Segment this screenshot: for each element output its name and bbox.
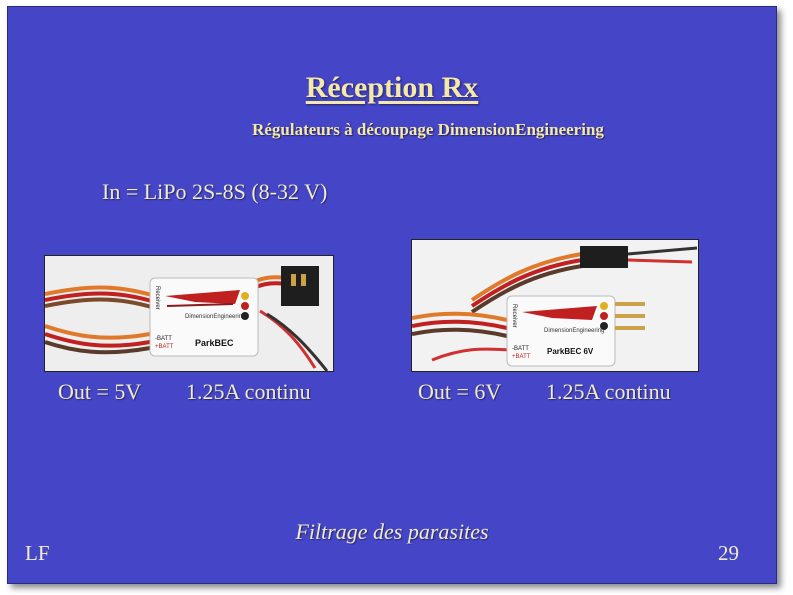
batt-plus-label: +BATT [512, 354, 531, 360]
module-1-output: Out = 5V [58, 379, 142, 404]
brand-text: DimensionEngineering [544, 328, 604, 334]
slide-title: Réception Rx [305, 71, 479, 104]
brand-text: DimensionEngineering [185, 314, 245, 320]
receiver-label: Receiver [511, 304, 517, 328]
input-spec: In = LiPo 2S-8S (8-32 V) [102, 179, 328, 204]
module-1-current: 1.25A continu [186, 379, 311, 404]
module-label: ParkBEC 6V [547, 347, 594, 356]
batt-minus-label: -BATT [512, 346, 529, 352]
page-number: 29 [718, 541, 739, 565]
parkbec-5v-photo: DimensionEngineering -BATT +BATT ParkBEC… [44, 255, 334, 372]
author-initials: LF [25, 541, 50, 565]
module-2-output: Out = 6V [418, 379, 502, 404]
receiver-label: Receiver [154, 286, 160, 310]
module-2-current: 1.25A continu [546, 379, 671, 404]
footer-note: Filtrage des parasites [295, 519, 489, 544]
batt-minus-label: -BATT [155, 336, 172, 342]
parkbec-6v-photo: DimensionEngineering -BATT +BATT ParkBEC… [411, 239, 699, 372]
batt-plus-label: +BATT [155, 344, 174, 350]
slide: Réception Rx Régulateurs à découpage Dim… [7, 6, 777, 584]
slide-subtitle: Régulateurs à découpage DimensionEnginee… [252, 120, 604, 139]
module-label: ParkBEC [195, 338, 234, 348]
